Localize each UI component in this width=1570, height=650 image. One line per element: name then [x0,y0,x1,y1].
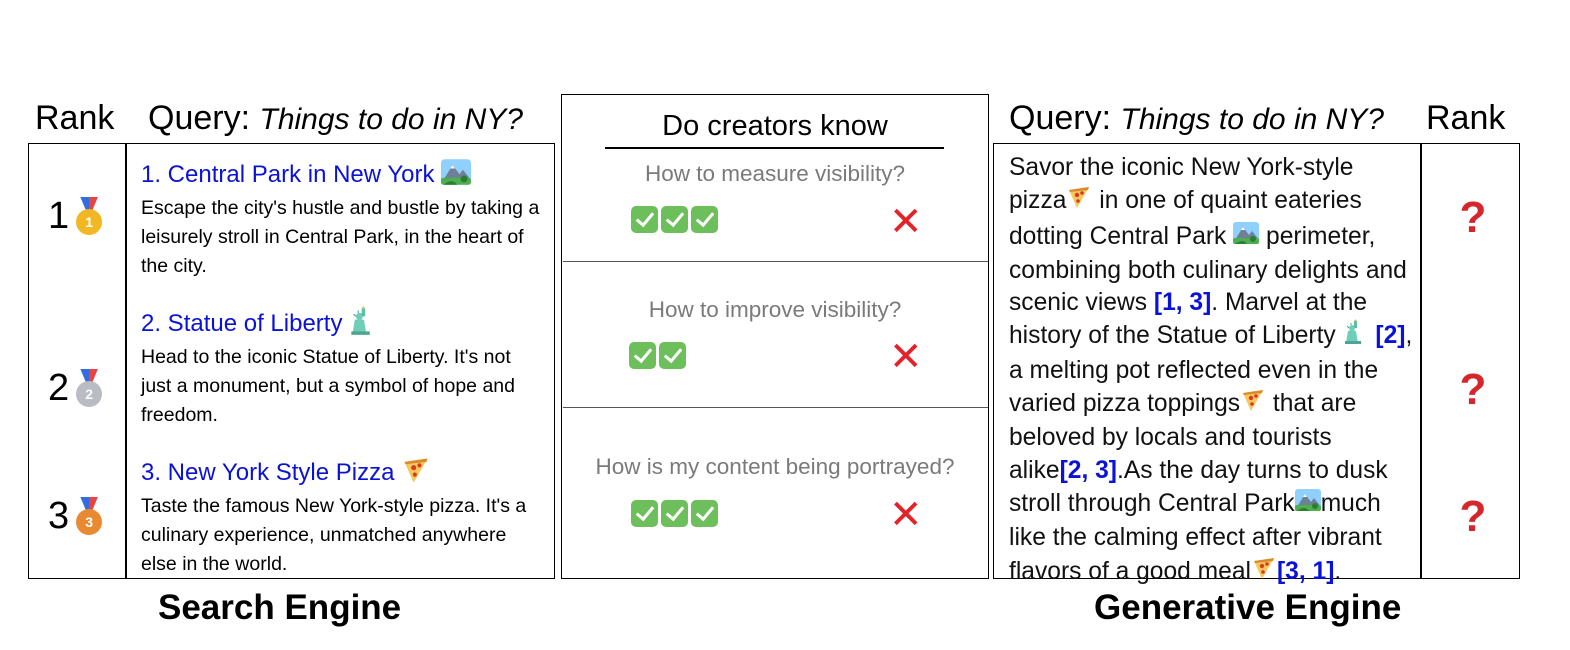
search-query-text: Things to do in NY? [259,103,523,136]
checkmarks [629,342,689,374]
search-result-snippet: Escape the city's hustle and bustle by t… [141,197,540,277]
visibility-question: How is my content being portrayed? [595,454,955,479]
unknown-rank-icon: ? [1459,492,1487,541]
panel-divider [563,261,988,263]
statue-of-liberty-icon [1343,319,1369,354]
pizza-icon [1251,555,1277,590]
check-icon [659,342,686,369]
visibility-question: How to improve visibility? [648,297,902,322]
search-results-box [28,143,555,579]
search-result-snippet: Head to the iconic Statue of Liberty. It… [141,346,515,426]
search-rank-3: 3 3 [48,495,103,538]
check-icon [691,206,718,233]
rank-column-divider [1420,143,1422,579]
statue-of-liberty-icon [349,306,379,343]
check-icon [661,500,688,527]
unknown-rank-icon: ? [1459,193,1487,242]
rank-number: 3 [48,495,70,537]
search-query-heading: Query: Things to do in NY? [148,99,523,138]
creators-panel [561,94,989,579]
cross-icon: ✕ [889,493,923,537]
rank-number: 1 [48,195,70,237]
check-icon [631,206,658,233]
search-result-title[interactable]: 3. New York Style Pizza [141,455,541,492]
generative-engine-label: Generative Engine [1094,588,1402,627]
checkmarks [631,206,721,238]
citation[interactable]: [2] [1375,322,1406,350]
title-underline [605,147,944,149]
search-result-snippet: Taste the famous New York-style pizza. I… [141,495,527,575]
gold-medal-icon: 1 [75,196,103,237]
park-icon [1294,487,1321,522]
silver-medal-icon: 2 [75,368,103,409]
search-rank-header: Rank [35,99,115,137]
checkmarks [631,500,721,532]
pizza-icon [1240,387,1266,422]
search-query-label: Query: [148,99,251,137]
visibility-question: How to measure visibility? [644,161,906,186]
citation[interactable]: [1, 3] [1153,289,1212,317]
creators-panel-title: Do creators know [662,110,888,142]
check-icon [631,500,658,527]
rank-number: 2 [48,367,70,409]
panel-divider [563,407,988,409]
generative-answer-box [993,143,1520,579]
search-engine-label: Search Engine [158,588,402,627]
search-rank-1: 1 1 [48,195,103,238]
search-result-title[interactable]: 1. Central Park in New York [141,157,541,194]
search-result: 3. New York Style Pizza Taste the famous… [141,455,541,579]
pizza-icon [401,455,431,492]
rank-column-divider [125,143,127,579]
check-icon [691,500,718,527]
bronze-medal-icon: 3 [75,496,103,537]
citation[interactable]: [3, 1] [1276,557,1335,585]
generative-query-text: Things to do in NY? [1120,103,1384,136]
search-result-title[interactable]: 2. Statue of Liberty [141,306,541,343]
park-icon [1233,220,1260,255]
check-icon [661,206,688,233]
park-icon [441,157,472,194]
generative-rank-header: Rank [1426,99,1506,137]
cross-icon: ✕ [889,200,923,244]
generative-query-heading: Query: Things to do in NY? [1009,99,1384,138]
search-result: 2. Statue of Liberty Head to the iconic … [141,306,541,430]
check-icon [629,342,656,369]
search-result: 1. Central Park in New York Escape the c… [141,157,541,281]
cross-icon: ✕ [889,335,923,379]
pizza-icon [1066,184,1092,219]
generative-answer-text: Savor the iconic New York-style pizza in… [1009,152,1415,590]
unknown-rank-icon: ? [1459,365,1487,414]
search-rank-2: 2 2 [48,367,103,410]
generative-query-label: Query: [1009,99,1112,137]
citation[interactable]: [2, 3] [1059,456,1117,484]
